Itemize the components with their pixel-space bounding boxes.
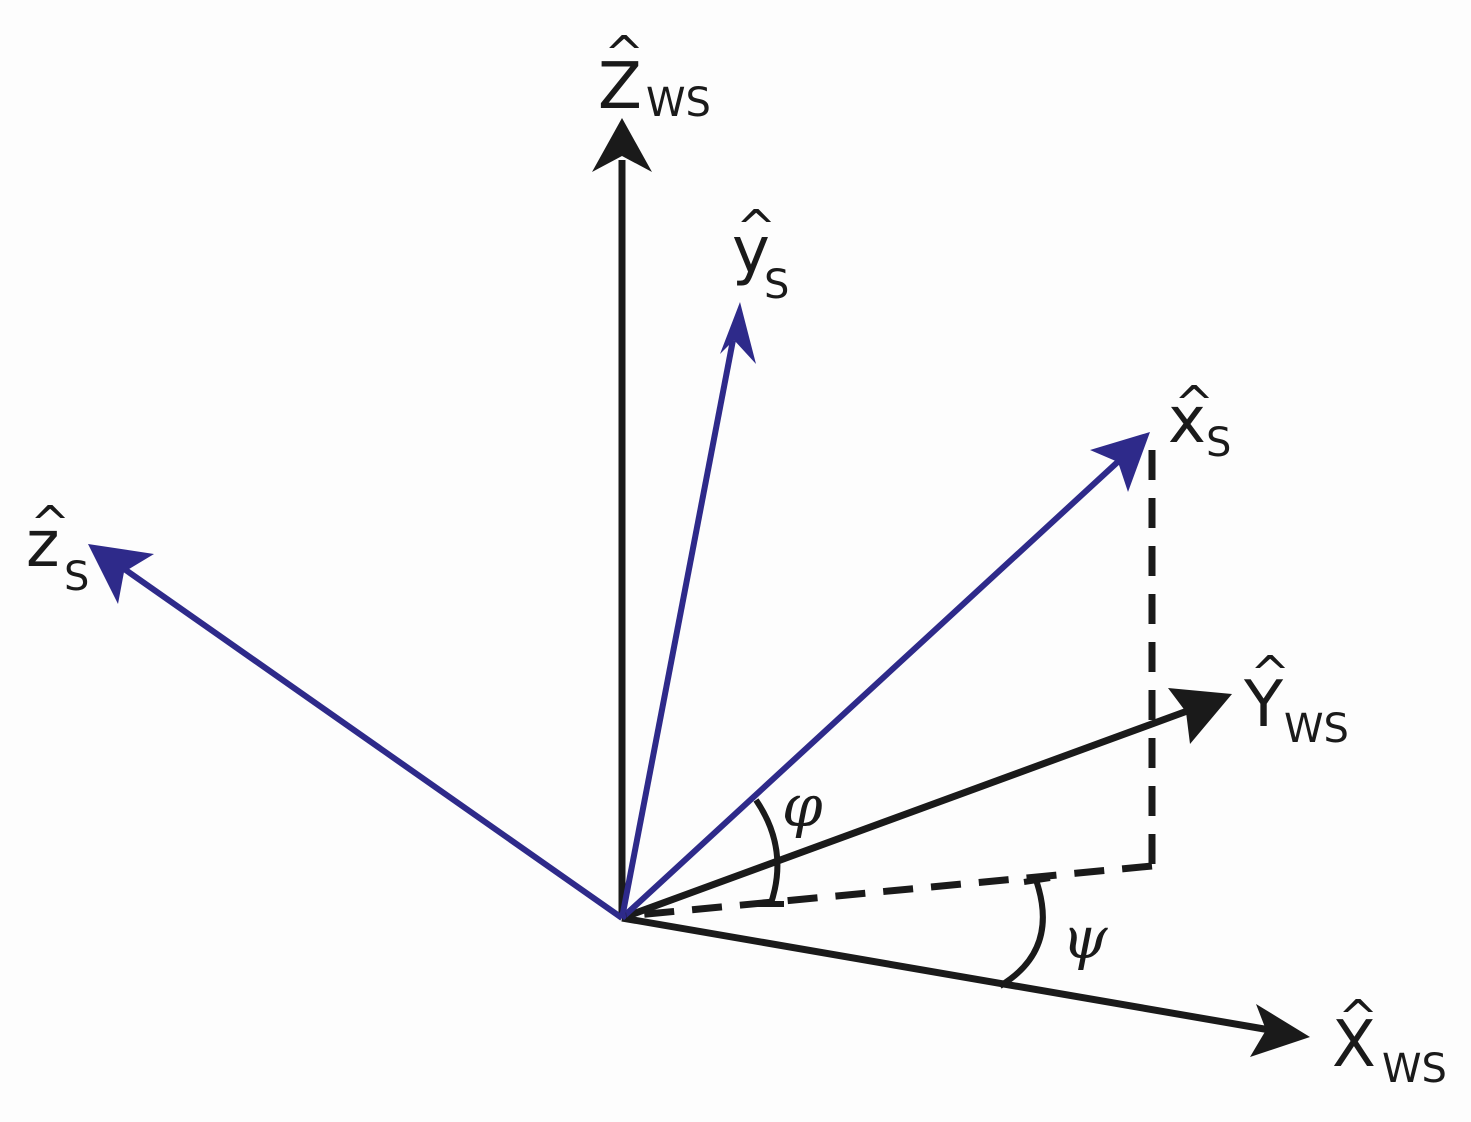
svg-text:S: S <box>64 554 89 600</box>
arrowhead-X-ws <box>1250 1004 1310 1057</box>
arc-psi-tick <box>1023 875 1051 885</box>
arrowhead-Z-ws <box>592 118 652 172</box>
sensor-axes <box>88 302 1150 921</box>
label-Z-ws: ^ Z WS <box>598 26 711 126</box>
projection-lines <box>625 450 1156 920</box>
arrowhead-Y-ws <box>1168 688 1232 744</box>
label-x-s: ^ x S <box>1168 376 1231 466</box>
arrowhead-x-s <box>1090 432 1150 492</box>
svg-text:^: ^ <box>1250 646 1290 702</box>
axis-Y-ws <box>620 706 1192 922</box>
svg-text:x: x <box>1168 384 1206 458</box>
label-X-ws: ^ X WS <box>1332 990 1447 1092</box>
svg-text:Z: Z <box>598 50 642 124</box>
angle-arcs <box>753 798 1051 989</box>
svg-text:^: ^ <box>1338 990 1378 1046</box>
world-axes <box>592 118 1310 1057</box>
svg-text:^: ^ <box>604 26 644 82</box>
svg-text:WS: WS <box>646 80 711 126</box>
svg-text:X: X <box>1332 1008 1376 1082</box>
axis-y-s <box>619 339 736 919</box>
svg-text:^: ^ <box>1174 376 1214 432</box>
svg-text:z: z <box>26 508 60 582</box>
label-z-s: ^ z S <box>26 496 89 600</box>
svg-text:WS: WS <box>1284 706 1349 752</box>
svg-text:^: ^ <box>736 200 776 256</box>
svg-text:y: y <box>732 214 770 288</box>
svg-text:WS: WS <box>1382 1046 1447 1092</box>
projection-horizontal <box>625 862 1153 920</box>
label-y-s: ^ y S <box>732 200 789 308</box>
svg-text:Y: Y <box>1243 668 1284 742</box>
svg-text:S: S <box>764 262 789 308</box>
arrowhead-y-s <box>720 302 756 364</box>
axis-X-ws <box>621 914 1271 1034</box>
label-Y-ws: ^ Y WS <box>1243 646 1349 752</box>
arc-psi <box>998 879 1046 989</box>
svg-text:S: S <box>1206 420 1231 466</box>
arc-phi <box>753 798 781 908</box>
angle-label-phi: φ <box>782 772 823 840</box>
axis-z-s <box>118 563 624 921</box>
arrowhead-z-s <box>88 544 154 604</box>
axis-x-s <box>619 455 1125 921</box>
angle-label-psi: ψ <box>1062 904 1108 972</box>
svg-text:^: ^ <box>30 496 70 552</box>
